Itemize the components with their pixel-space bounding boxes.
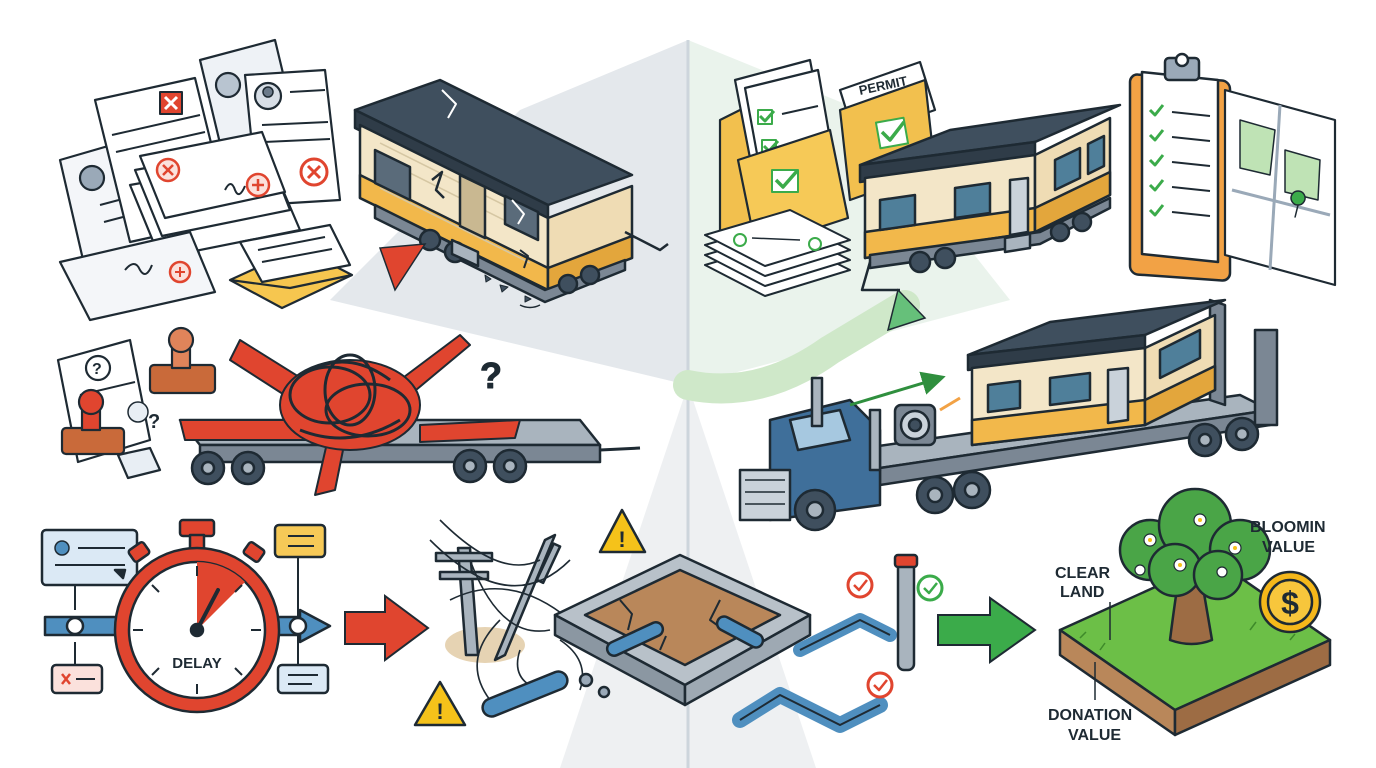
question-mark-red: ? xyxy=(148,411,160,433)
delay-label: DELAY xyxy=(172,655,221,672)
approved-folder-icon xyxy=(718,58,850,250)
red-tape-knot-icon: ? xyxy=(179,334,521,496)
site-map-icon xyxy=(1223,88,1337,287)
stopwatch-icon: DELAY xyxy=(40,518,332,714)
warning-mark-bottom: ! xyxy=(436,699,443,724)
green-arrow-icon xyxy=(937,596,1037,664)
warning-icon: ! ! xyxy=(413,508,647,727)
rubber-stamp-icon: ? ? xyxy=(56,326,217,480)
checklist-clipboard-icon xyxy=(1128,52,1232,282)
transported-mobile-home-icon xyxy=(966,298,1227,447)
bloomin-value-label: BLOOMIN VALUE xyxy=(1250,519,1330,556)
damaged-mobile-home-icon xyxy=(353,78,669,309)
warning-mark-top: ! xyxy=(618,527,625,552)
dollar-sign: $ xyxy=(1281,585,1299,621)
coin-icon: $ xyxy=(1258,570,1322,634)
question-mark-doc: ? xyxy=(92,361,102,378)
clear-land-label: CLEAR LAND xyxy=(1055,565,1115,601)
approved-document-stack-icon xyxy=(704,209,851,297)
orange-motion-arrow xyxy=(939,396,961,412)
messy-paperwork-icon xyxy=(58,38,354,322)
red-arrow-icon xyxy=(378,243,427,292)
restored-mobile-home-icon xyxy=(858,103,1122,292)
pipe-icon xyxy=(481,553,944,733)
question-mark-tape: ? xyxy=(480,355,502,396)
cracked-foundation-icon xyxy=(553,553,812,707)
green-motion-arrow xyxy=(849,371,946,407)
tree-icon xyxy=(1118,487,1272,646)
broken-utility-pole-icon xyxy=(429,519,584,701)
donation-value-label: DONATION VALUE xyxy=(1048,707,1137,744)
red-flow-arrow xyxy=(344,594,430,662)
